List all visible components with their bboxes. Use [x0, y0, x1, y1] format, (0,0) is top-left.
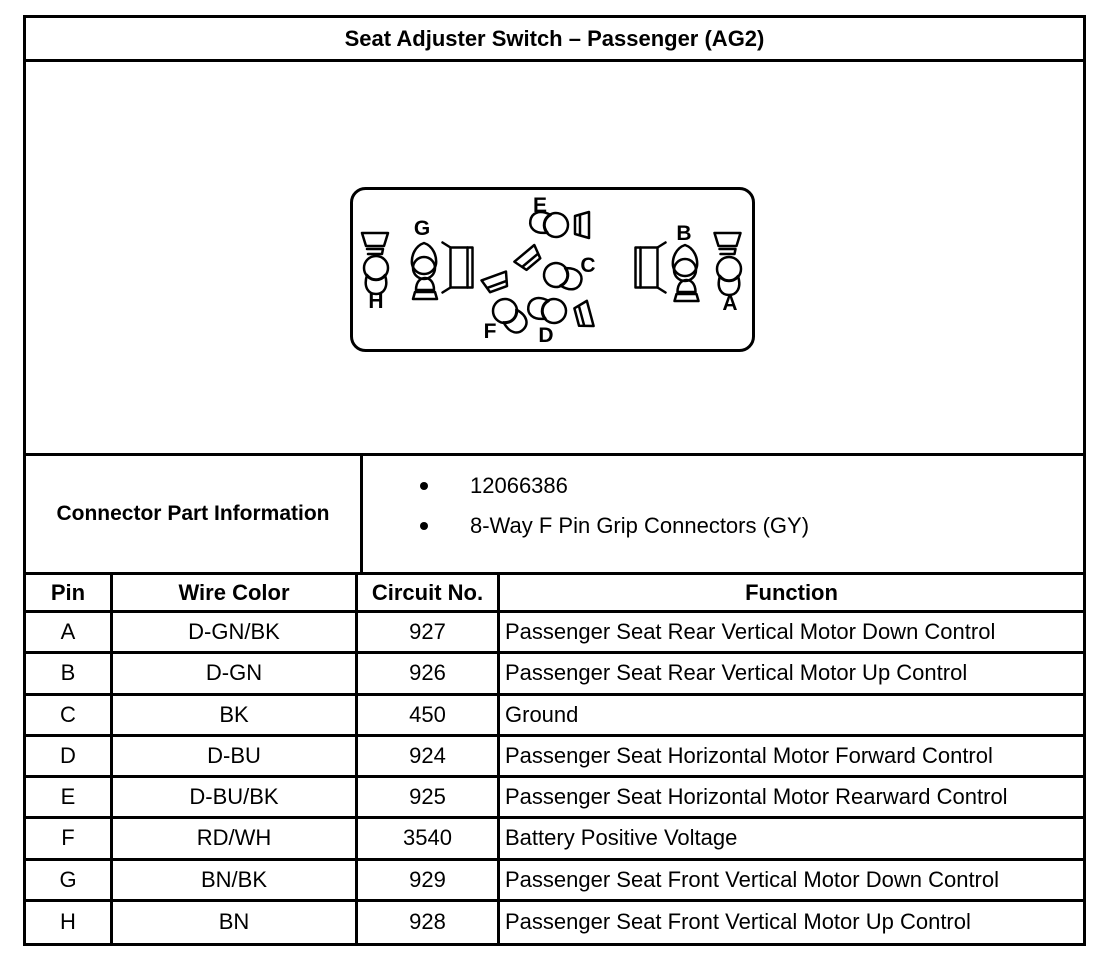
circuit-no-cell: 927 [358, 613, 500, 655]
keyway-center-lower [480, 270, 513, 295]
pin-cavity-g-bottom [411, 276, 439, 301]
pin-cell: G [26, 860, 113, 902]
wire-color-cell: D-BU [113, 736, 358, 778]
connector-body-outline [350, 187, 755, 352]
part-number-item: 12066386 [420, 466, 1083, 506]
circuit-no-cell: 928 [358, 901, 500, 943]
pin-cell: D [26, 736, 113, 778]
keyway-e-right [573, 210, 591, 240]
pin-cavity-e [527, 207, 572, 241]
pin-cell: B [26, 654, 113, 696]
pin-label-d: D [538, 324, 553, 347]
bullet-icon [420, 482, 428, 490]
pin-label-a: A [722, 292, 737, 315]
keyway-d-right [572, 299, 595, 331]
pin-cavity-h-top [360, 231, 390, 256]
wire-color-cell: BN/BK [113, 860, 358, 902]
document-page: Seat Adjuster Switch – Passenger (AG2) [23, 15, 1086, 946]
keyway-left [441, 241, 474, 294]
pin-label-b: B [676, 222, 691, 245]
wire-color-cell: D-GN/BK [113, 613, 358, 655]
col-header-function: Function [500, 575, 1083, 613]
pin-cell: C [26, 695, 113, 737]
wire-color-cell: RD/WH [113, 819, 358, 861]
function-cell: Passenger Seat Front Vertical Motor Up C… [505, 909, 971, 935]
pin-cell: F [26, 819, 113, 861]
part-number-text: 12066386 [470, 473, 568, 498]
pin-cavity-b [671, 243, 699, 283]
connector-part-info-section: Connector Part Information 12066386 8-Wa… [26, 453, 1083, 572]
wire-color-cell: BK [113, 695, 358, 737]
circuit-no-cell: 3540 [358, 819, 500, 861]
connector-type-item: 8-Way F Pin Grip Connectors (GY) [420, 506, 1083, 546]
connector-diagram-area: H G E C F D B A [26, 62, 1083, 453]
circuit-no-cell: 929 [358, 860, 500, 902]
pin-label-f: F [484, 320, 497, 343]
wire-color-cell: BN [113, 901, 358, 943]
function-cell: Passenger Seat Front Vertical Motor Down… [500, 861, 1083, 902]
pin-label-h: H [368, 290, 383, 313]
page-title: Seat Adjuster Switch – Passenger (AG2) [26, 18, 1083, 62]
pin-cell: H [26, 901, 113, 943]
pin-cell: E [26, 778, 113, 820]
pin-cavity-d [525, 293, 570, 327]
connector-part-info-label: Connector Part Information [26, 456, 363, 572]
pin-table: Pin Wire Color Circuit No. Function A D-… [26, 572, 1083, 943]
connector-type-text: 8-Way F Pin Grip Connectors (GY) [470, 513, 810, 538]
pin-cavity-c [540, 259, 586, 295]
pin-cell: A [26, 613, 113, 655]
col-header-circuit-no: Circuit No. [358, 575, 500, 613]
function-cell: Ground [500, 696, 1083, 737]
keyway-right [634, 241, 667, 294]
col-header-pin: Pin [26, 575, 113, 613]
circuit-no-cell: 450 [358, 695, 500, 737]
function-cell: Passenger Seat Horizontal Motor Rearward… [500, 778, 1083, 820]
circuit-no-cell: 924 [358, 736, 500, 778]
function-cell: Passenger Seat Horizontal Motor Forward … [500, 737, 1083, 778]
pin-cavity-a-top [713, 231, 742, 256]
pin-cavity-a [715, 255, 743, 297]
col-header-wire-color: Wire Color [113, 575, 358, 613]
connector-part-info-list: 12066386 8-Way F Pin Grip Connectors (GY… [363, 456, 1083, 572]
wire-color-cell: D-GN [113, 654, 358, 696]
pin-cavity-b-bottom [673, 278, 700, 303]
pin-cavity-h [362, 254, 390, 296]
wire-color-cell: D-BU/BK [113, 778, 358, 820]
connector-face-svg: H G E C F D B A [350, 187, 755, 352]
keyway-center-upper [513, 243, 545, 274]
bullet-icon [420, 522, 428, 530]
function-cell: Passenger Seat Rear Vertical Motor Down … [500, 613, 1083, 655]
function-cell: Passenger Seat Rear Vertical Motor Up Co… [500, 654, 1083, 696]
function-cell: Battery Positive Voltage [500, 819, 1083, 861]
pin-label-c: C [580, 254, 595, 277]
circuit-no-cell: 925 [358, 778, 500, 820]
pin-cavity-g [410, 241, 438, 281]
pin-label-g: G [414, 217, 430, 240]
circuit-no-cell: 926 [358, 654, 500, 696]
